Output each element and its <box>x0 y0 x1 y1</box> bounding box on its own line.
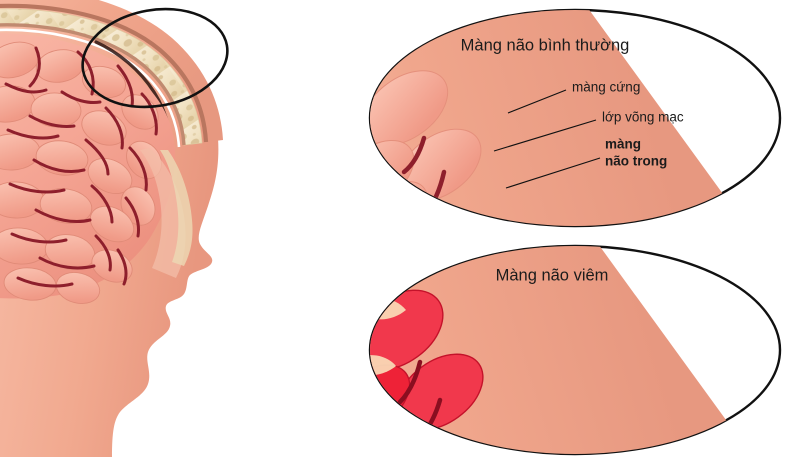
label-pia-mater-line2: não trong <box>605 154 667 169</box>
dura-leader-line <box>507 89 567 114</box>
label-arachnoid: lớp võng mạc <box>602 110 684 125</box>
scalp-band <box>370 10 766 226</box>
normal-panel-title: Màng não bình thường <box>461 36 630 54</box>
pia-leader-line <box>505 157 601 189</box>
brain-sulci <box>4 46 158 288</box>
label-dura-mater: màng cứng <box>572 80 640 95</box>
inflamed-panel-title: Màng não viêm <box>496 266 609 284</box>
temporal-bone-wedge <box>160 150 193 266</box>
arachnoid-leader-line <box>493 119 597 152</box>
temporal-shading <box>140 148 186 278</box>
scalp-band-inflamed <box>370 246 769 454</box>
head-profile-cutaway <box>0 0 229 457</box>
highlight-ellipse-icon <box>81 7 229 109</box>
bone-inner-line <box>0 23 186 146</box>
scalp-inner-line <box>0 3 209 143</box>
label-pia-mater-line1: màng <box>605 137 641 152</box>
brain-gyri <box>0 41 162 304</box>
